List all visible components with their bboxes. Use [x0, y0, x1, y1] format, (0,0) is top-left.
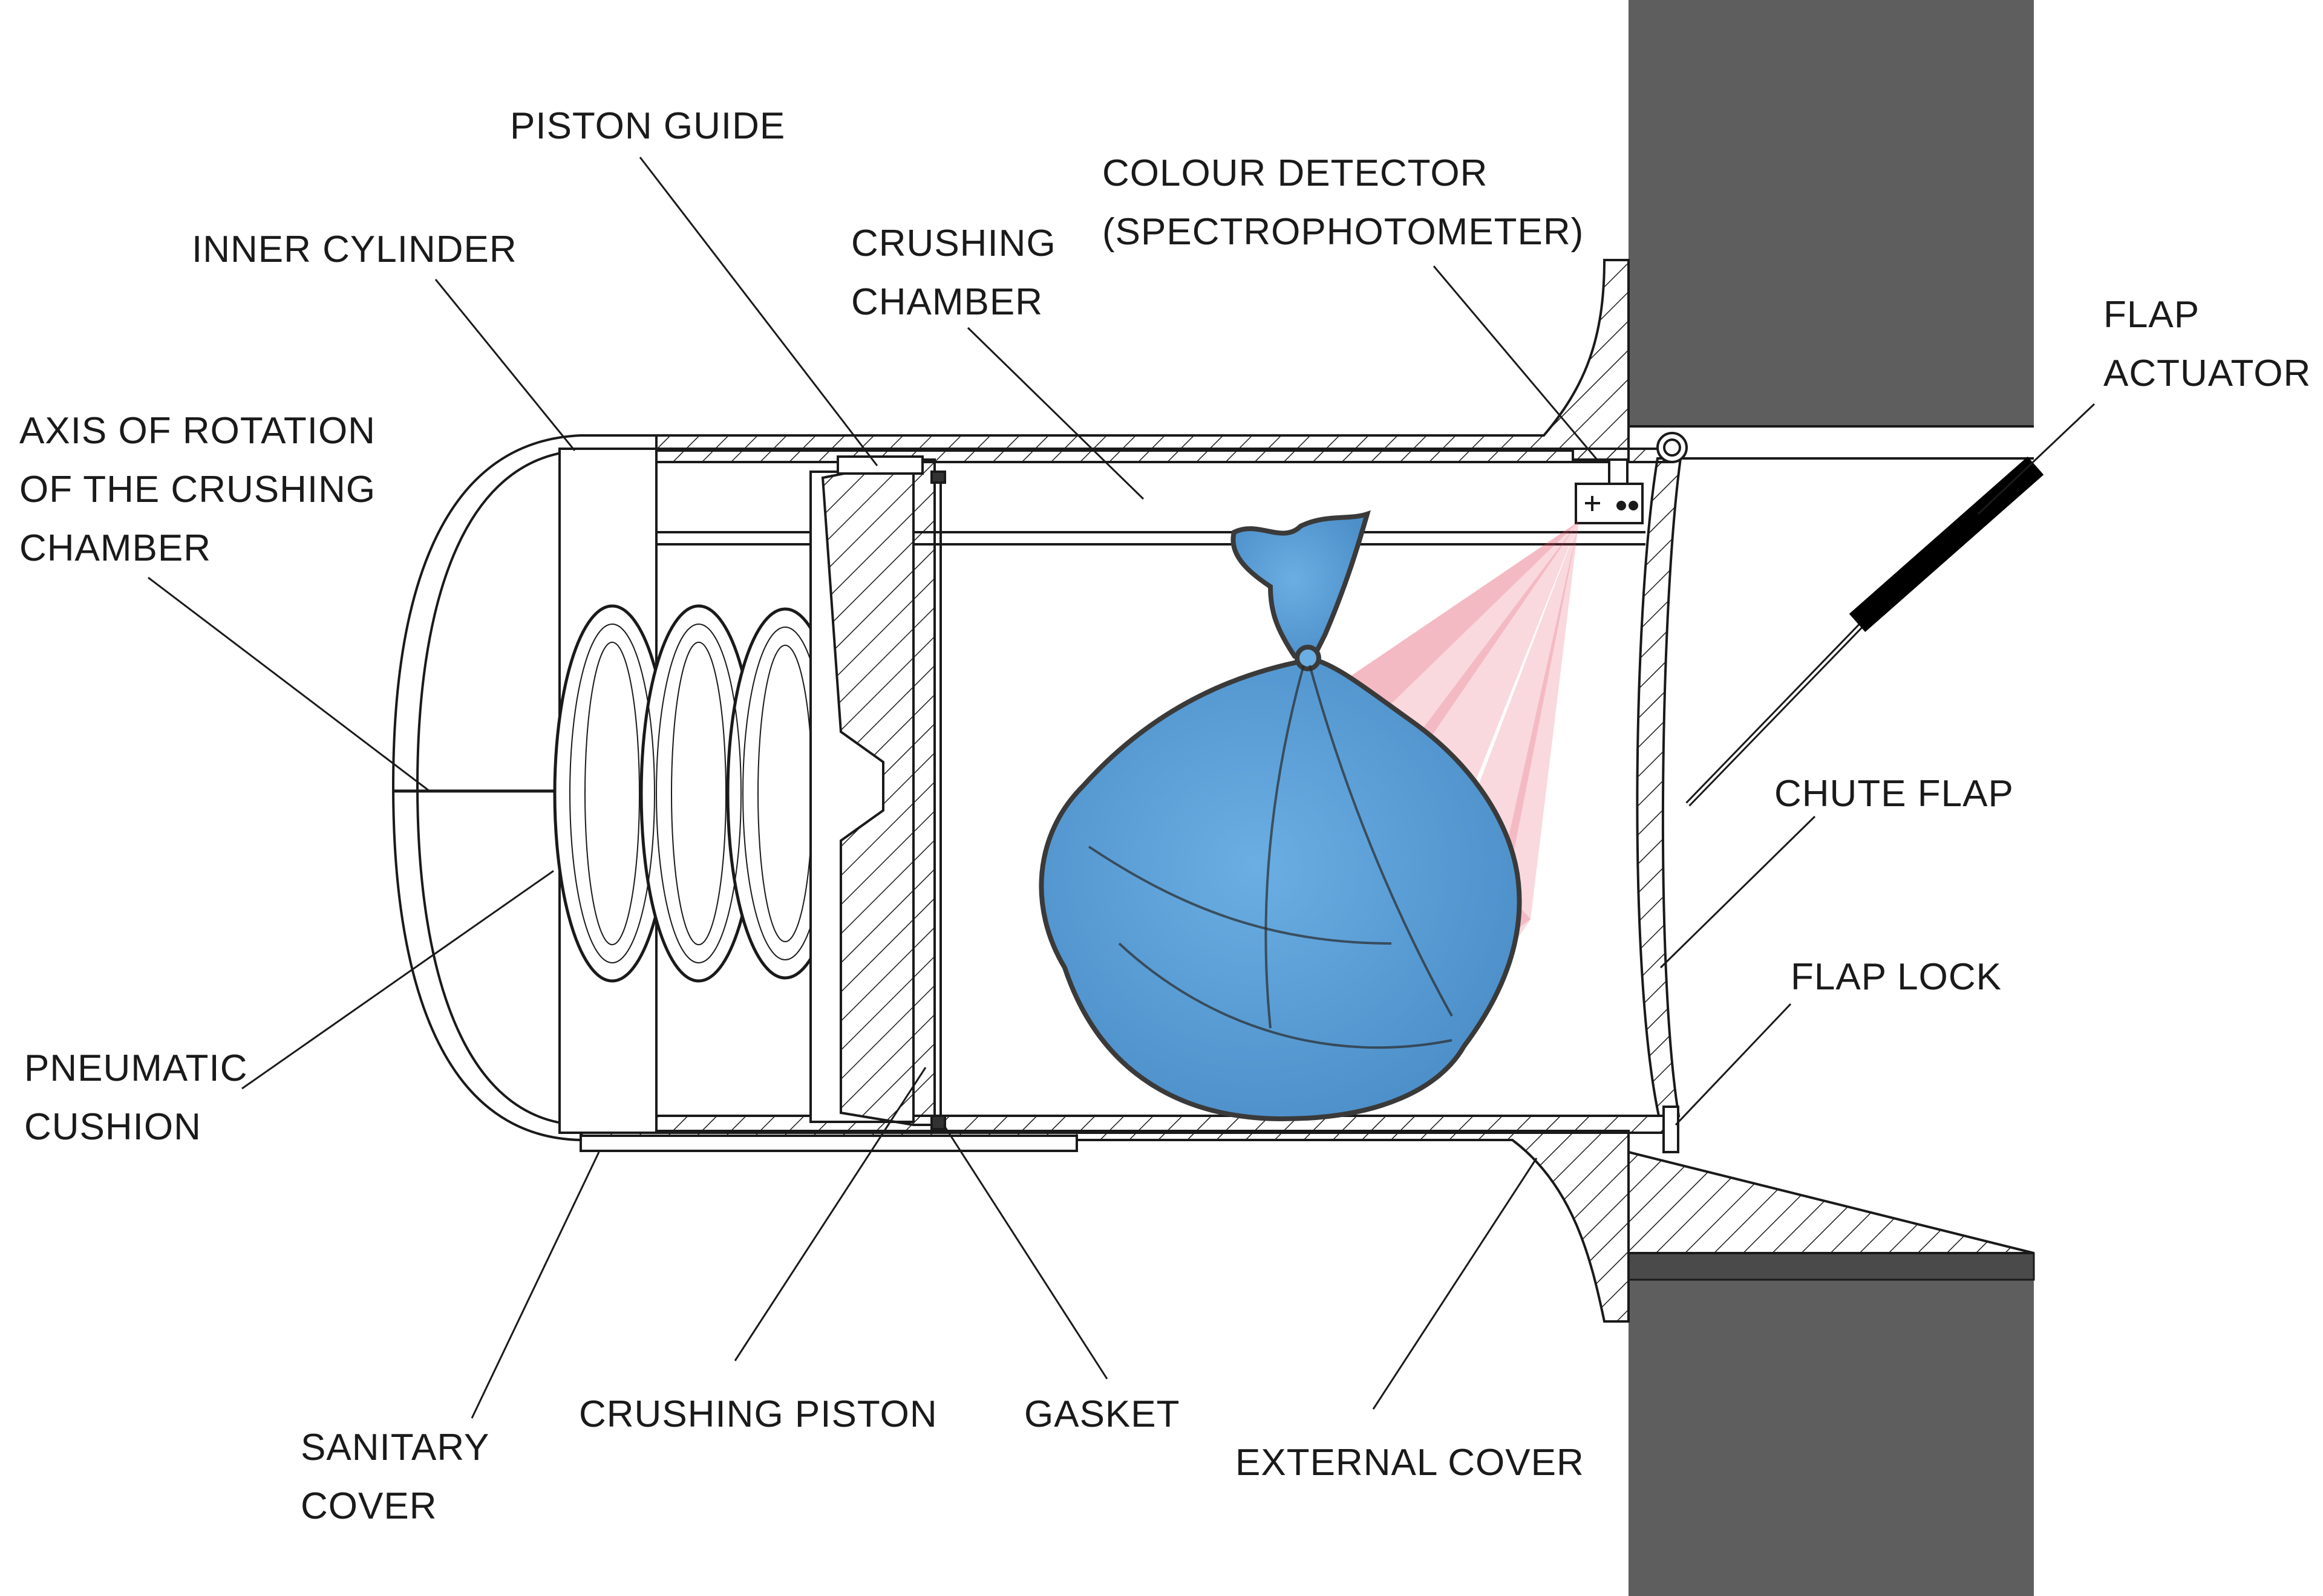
leader-pneumatic-cushion: [241, 870, 554, 1090]
building-wall: [1627, 0, 2035, 1596]
label-piston-guide: PISTON GUIDE: [510, 105, 786, 147]
label-flap-lock: FLAP LOCK: [1791, 956, 2002, 998]
leader-gasket: [943, 1124, 1108, 1379]
chute-opening: [1629, 426, 2034, 1253]
leader-lines: [148, 157, 2096, 1419]
leader-axis: [148, 576, 430, 792]
inner-cylinder-bottom-wall: [558, 1115, 1674, 1134]
leader-flap-lock: [1674, 1003, 1792, 1126]
label-chute-flap: CHUTE FLAP: [1774, 773, 2014, 815]
flap-lock: [1662, 1106, 1679, 1153]
wall-floor-slab: [1627, 1252, 2035, 1281]
label-crushing-piston: CRUSHING PISTON: [579, 1393, 938, 1435]
leader-external-cover: [1372, 1158, 1538, 1410]
colour-detector: [1575, 458, 1644, 524]
leader-piston-guide: [639, 157, 878, 466]
flap-actuator: [1685, 456, 2044, 807]
piston-head: [821, 458, 936, 1126]
label-axis-of-rotation: AXIS OF ROTATION OF THE CRUSHING CHAMBER: [19, 410, 376, 569]
leader-crushing-chamber: [967, 327, 1145, 500]
crushing-piston: [809, 455, 946, 1130]
label-inner-cylinder: INNER CYLINDER: [192, 229, 517, 270]
label-external-cover: EXTERNAL COVER: [1235, 1442, 1584, 1484]
inner-cylinder-top-wall: [558, 448, 1674, 463]
chute-flap: [1636, 432, 1688, 1153]
wall-lower: [1629, 1253, 2034, 1596]
label-sanitary-cover: SANITARY COVER: [301, 1427, 490, 1527]
label-pneumatic-cushion: PNEUMATIC CUSHION: [24, 1047, 248, 1148]
wall-upper: [1629, 0, 2034, 426]
waste-bag-body: [1039, 656, 1522, 1122]
label-gasket: GASKET: [1024, 1393, 1180, 1435]
pneumatic-cushion: [553, 604, 845, 983]
external-cover-bottom-flare: [580, 1130, 1630, 1323]
piston-guide: [837, 455, 924, 475]
leader-flap-actuator: [1977, 403, 2096, 515]
leader-sanitary-cover: [471, 1151, 600, 1419]
gasket-top: [930, 471, 946, 484]
leader-crushing-piston: [734, 1067, 927, 1361]
label-crushing-chamber: CRUSHING CHAMBER: [851, 223, 1056, 323]
external-cover: [391, 259, 1630, 1323]
label-flap-actuator: FLAP ACTUATOR: [2103, 294, 2312, 394]
external-cover-top-flare: [655, 259, 1630, 461]
waste-bag: [1039, 510, 1522, 1122]
label-colour-detector: COLOUR DETECTOR (SPECTROPHOTOMETER): [1102, 152, 1584, 253]
sanitary-cover: [580, 1135, 1078, 1152]
gasket: [930, 1115, 946, 1130]
leader-inner-cylinder: [434, 279, 576, 451]
leader-chute-flap: [1659, 815, 1816, 969]
waste-bag-neck: [1230, 510, 1371, 662]
external-cover-shell: [391, 434, 656, 1141]
waste-bag-knot: [1295, 645, 1321, 671]
leader-colour-detector: [1433, 265, 1598, 460]
